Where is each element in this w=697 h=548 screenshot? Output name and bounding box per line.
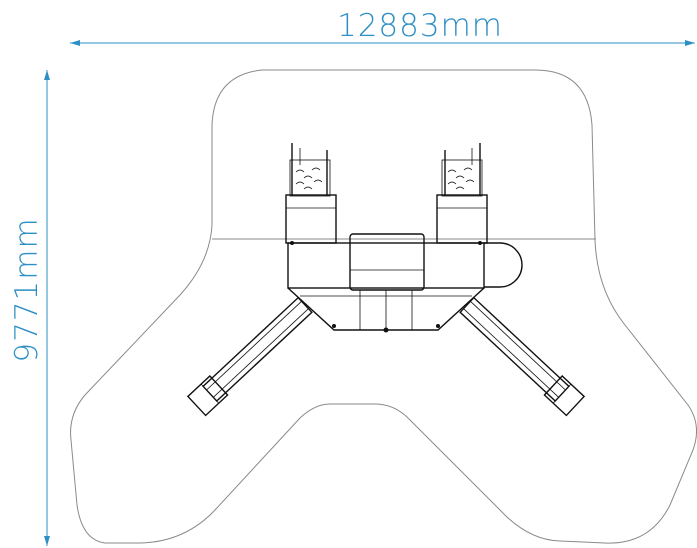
left-slide-inner-rail-2 [206,301,302,391]
right-slide-inner-rail-1 [470,301,566,391]
central-bridge [287,242,485,289]
safety-zone-outline [70,69,697,544]
left-slide-exit-divider [200,383,220,404]
central-platform [287,233,523,333]
left-tower-roof-panel [289,159,331,197]
right-slide [459,296,586,417]
right-slide-inner-rail-2 [463,308,559,398]
width-dimension: 12883mm [70,8,695,46]
platform-bolt-center [383,327,389,333]
height-dimension-label: 9771mm [9,217,45,362]
width-dimension-label: 12883mm [337,8,503,44]
central-roof-panel [349,233,425,291]
width-dimension-arrow-left [70,40,80,46]
left-tower-deck [285,194,337,244]
right-tower-roof-panel [441,159,483,197]
left-slide [186,296,313,417]
platform-bolt-right [436,324,440,328]
platform-bolt-tl [290,241,294,245]
left-tower [285,143,337,244]
left-slide-inner-rail-1 [213,308,309,398]
right-slide-exit-divider [552,383,572,404]
height-dimension-arrow-bottom [44,536,50,546]
right-tower [436,143,488,244]
platform-bolt-left [332,324,336,328]
height-dimension: 9771mm [9,70,50,546]
width-dimension-arrow-right [685,40,695,46]
right-slide-exit [543,374,586,417]
right-tower-roof-pattern [447,167,475,190]
left-slide-exit [186,374,229,417]
left-tower-roof-pattern [295,167,323,190]
right-tower-deck [436,194,488,244]
right-semicircle-platform [484,242,523,288]
platform-bolt-tr [478,241,482,245]
height-dimension-arrow-top [44,70,50,80]
